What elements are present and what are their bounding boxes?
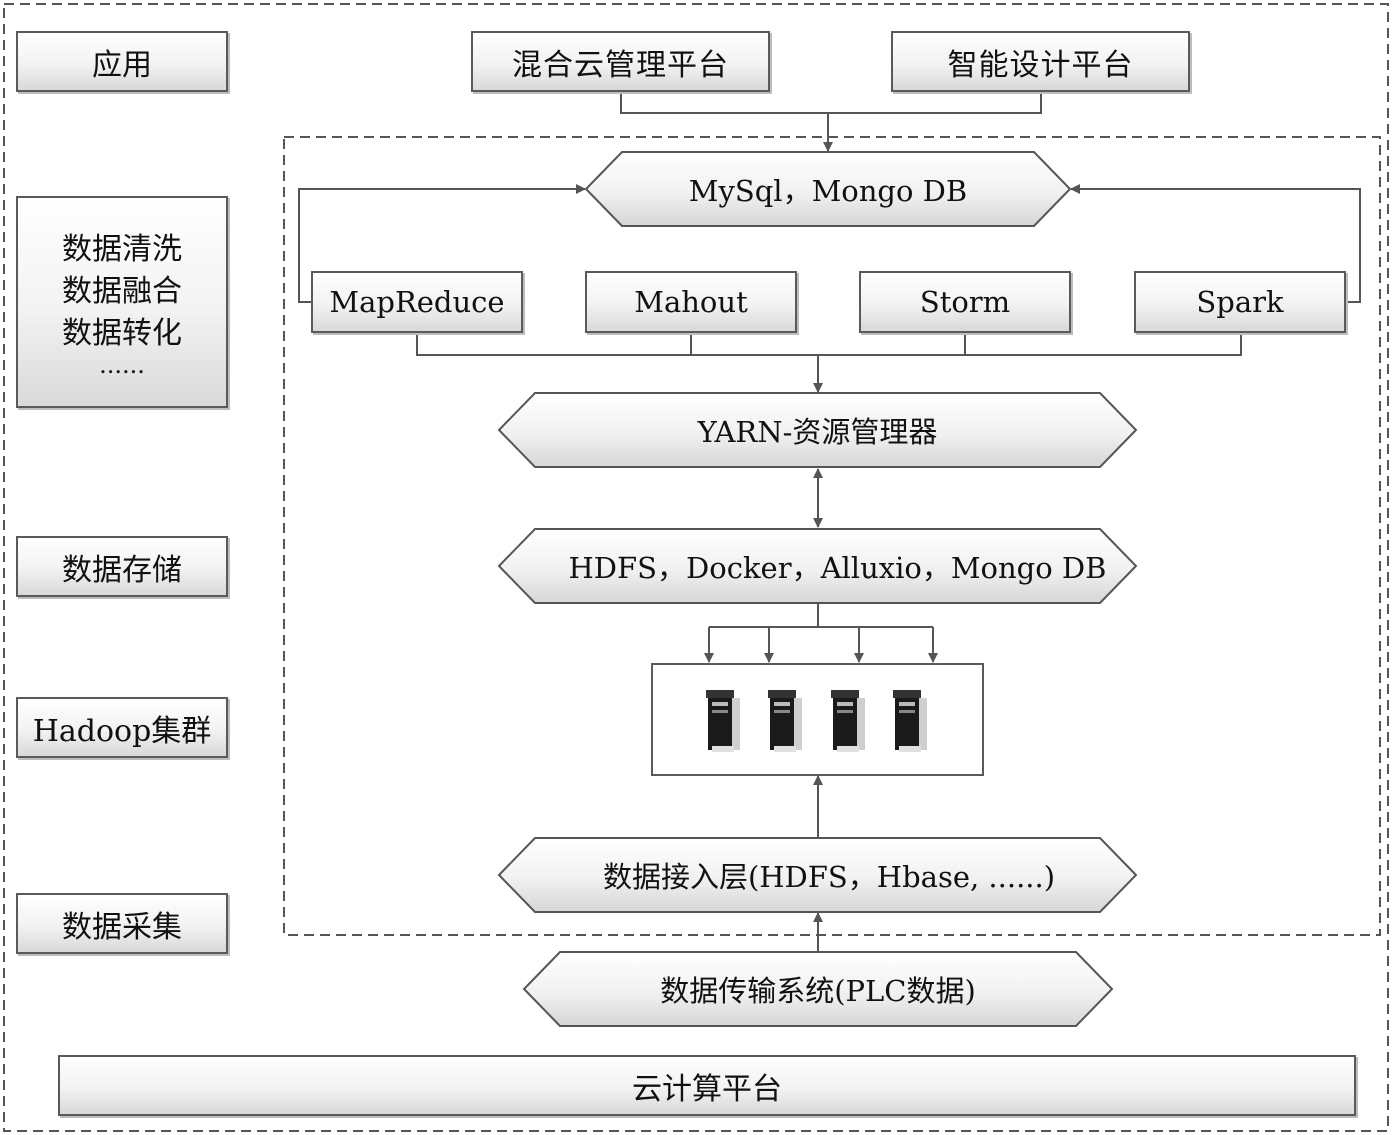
storage-hexagon xyxy=(497,528,1138,604)
server-icon xyxy=(830,689,865,752)
database-hexagon xyxy=(584,151,1072,227)
processing-item-fusion: 数据融合 xyxy=(62,274,182,309)
processing-item-cleaning: 数据清洗 xyxy=(62,232,182,267)
engine-mapreduce: MapReduce xyxy=(311,271,523,333)
access-layer-label: 数据接入层(HDFS，Hbase, ......) xyxy=(602,860,1056,894)
layer-hadoop-cluster: Hadoop集群 xyxy=(16,697,228,758)
arrow-mapreduce-to-database xyxy=(298,184,586,303)
resource-manager-label: YARN-资源管理器 xyxy=(697,415,938,449)
connector-engines xyxy=(416,333,1242,356)
cloud-computing-platform: 云计算平台 xyxy=(58,1055,1356,1116)
engine-spark: Spark xyxy=(1134,271,1346,333)
layer-application: 应用 xyxy=(16,31,228,92)
app-intelligent-design: 智能设计平台 xyxy=(891,31,1190,92)
outer-frame xyxy=(3,3,1389,1132)
server-icon xyxy=(706,689,741,752)
transmission-label: 数据传输系统(PLC数据) xyxy=(660,974,976,1008)
layer-data-processing: 数据清洗 数据融合 数据转化 ...... xyxy=(16,196,228,408)
server-icon xyxy=(768,689,803,752)
storage-label: HDFS，Docker，Alluxio，Mongo DB xyxy=(568,551,1107,585)
layer-data-storage: 数据存储 xyxy=(16,536,228,597)
hadoop-frame xyxy=(283,136,1381,936)
layer-data-collection: 数据采集 xyxy=(16,893,228,954)
transmission-hexagon xyxy=(522,951,1114,1027)
processing-item-ellipsis: ...... xyxy=(99,351,145,379)
database-label: MySql，Mongo DB xyxy=(688,174,968,208)
access-layer-hexagon xyxy=(497,837,1138,913)
engine-storm: Storm xyxy=(859,271,1071,333)
resource-manager-hexagon xyxy=(497,392,1138,468)
connector-apps xyxy=(620,92,1042,114)
processing-item-conversion: 数据转化 xyxy=(62,316,182,351)
engine-mahout: Mahout xyxy=(585,271,797,333)
arrow-spark-to-database xyxy=(1070,184,1361,303)
hadoop-server-cluster xyxy=(651,663,984,776)
app-hybrid-cloud-management: 混合云管理平台 xyxy=(471,31,770,92)
server-icon xyxy=(892,689,927,752)
